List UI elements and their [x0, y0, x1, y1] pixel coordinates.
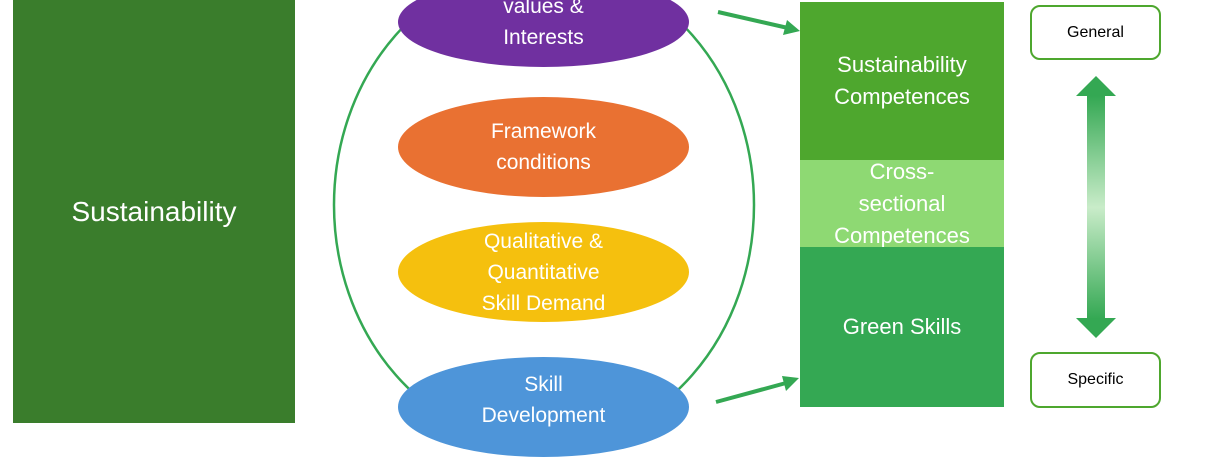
factor-label: values & Interests — [503, 0, 584, 49]
sustainability-block: Sustainability — [13, 0, 295, 423]
cross-sectional-competences-block: Cross- sectional Competences — [800, 159, 1004, 248]
green-skills-block: Green Skills — [800, 247, 1004, 407]
factor-skill-development: Skill Development — [398, 357, 689, 457]
specific-label: Specific — [1067, 371, 1124, 388]
general-specific-arrow — [1076, 76, 1116, 338]
general-label: General — [1067, 23, 1124, 41]
specific-label-box: Specific — [1030, 352, 1161, 408]
arrow-values-to-competences — [717, 10, 800, 35]
factor-values-interests: values & Interests — [398, 0, 689, 67]
sustainability-competences-block: Sustainability Competences — [800, 2, 1004, 160]
factor-label: Qualitative & Quantitative Skill Demand — [481, 229, 606, 315]
general-label-box: General — [1030, 5, 1161, 60]
competence-label: Cross- sectional Competences — [834, 158, 970, 248]
arrow-development-to-green-skills — [715, 376, 799, 404]
factor-label: Skill Development — [481, 373, 606, 427]
factor-label: Framework conditions — [490, 120, 596, 174]
sustainability-label: Sustainability — [71, 195, 237, 227]
competence-label: Green Skills — [842, 314, 962, 339]
factors-enclosure — [332, 0, 756, 423]
factor-skill-demand: Qualitative & Quantitative Skill Demand — [398, 222, 689, 322]
diagram-connectors — [332, 0, 1116, 423]
competence-label: Sustainability Competences — [834, 52, 970, 109]
factor-framework-conditions: Framework conditions — [398, 97, 689, 197]
